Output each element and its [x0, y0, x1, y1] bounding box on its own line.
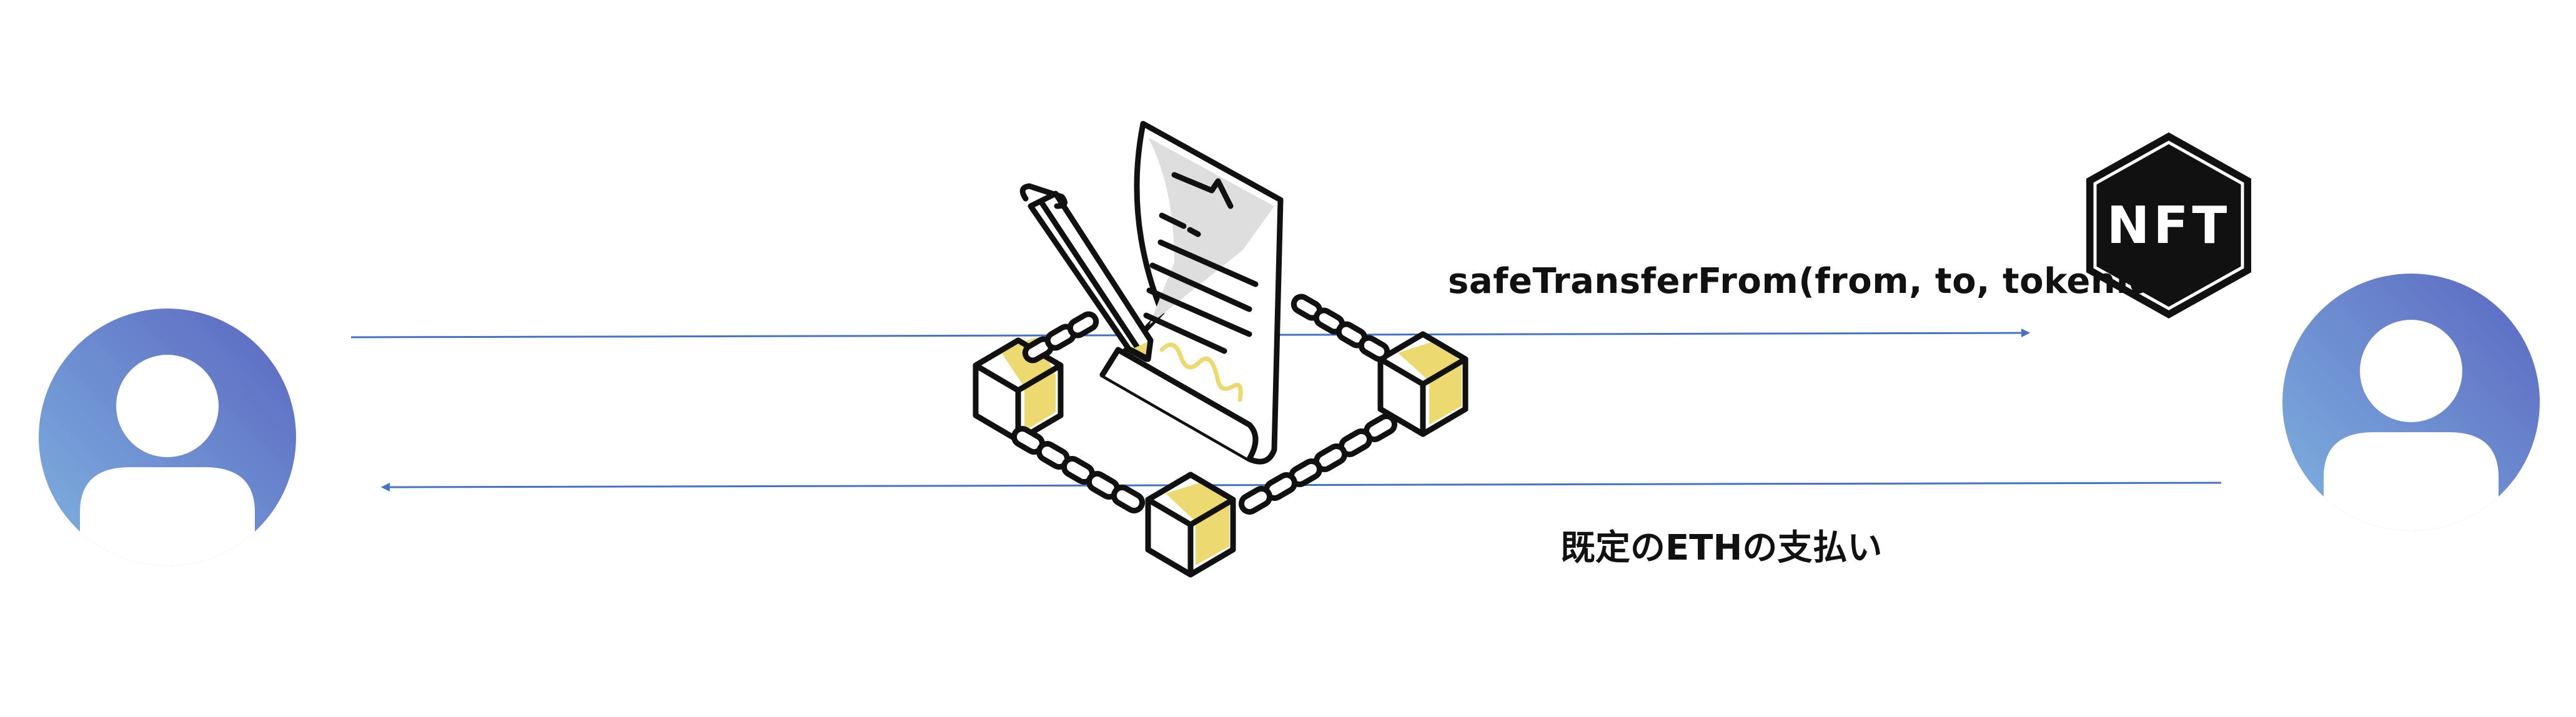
- block-left: [973, 337, 1064, 443]
- block-right: [1377, 331, 1469, 437]
- block-bottom: [1145, 472, 1236, 578]
- center-illustration: [912, 112, 1505, 612]
- chain-left-top: [1022, 311, 1099, 363]
- blockchain-smart-contract-icon: [973, 121, 1469, 578]
- user-avatar-icon: [2282, 274, 2540, 531]
- arrow-top-label: safeTransferFrom(from, to, tokenId): [1448, 261, 2171, 302]
- arrow-bottom-label: 既定のETHの支払い: [1560, 528, 1883, 568]
- right-user-avatar: [2280, 271, 2542, 533]
- chain-right-top: [1290, 294, 1390, 362]
- left-user-avatar: [36, 306, 299, 568]
- chain-left-bottom: [1011, 426, 1146, 513]
- nft-badge-text: NFT: [2106, 196, 2231, 255]
- nft-badge: NFT: [2081, 129, 2256, 322]
- user-avatar-icon: [39, 309, 296, 566]
- chain-right-bottom: [1238, 413, 1398, 515]
- nft-hexagon-icon: [2086, 132, 2251, 319]
